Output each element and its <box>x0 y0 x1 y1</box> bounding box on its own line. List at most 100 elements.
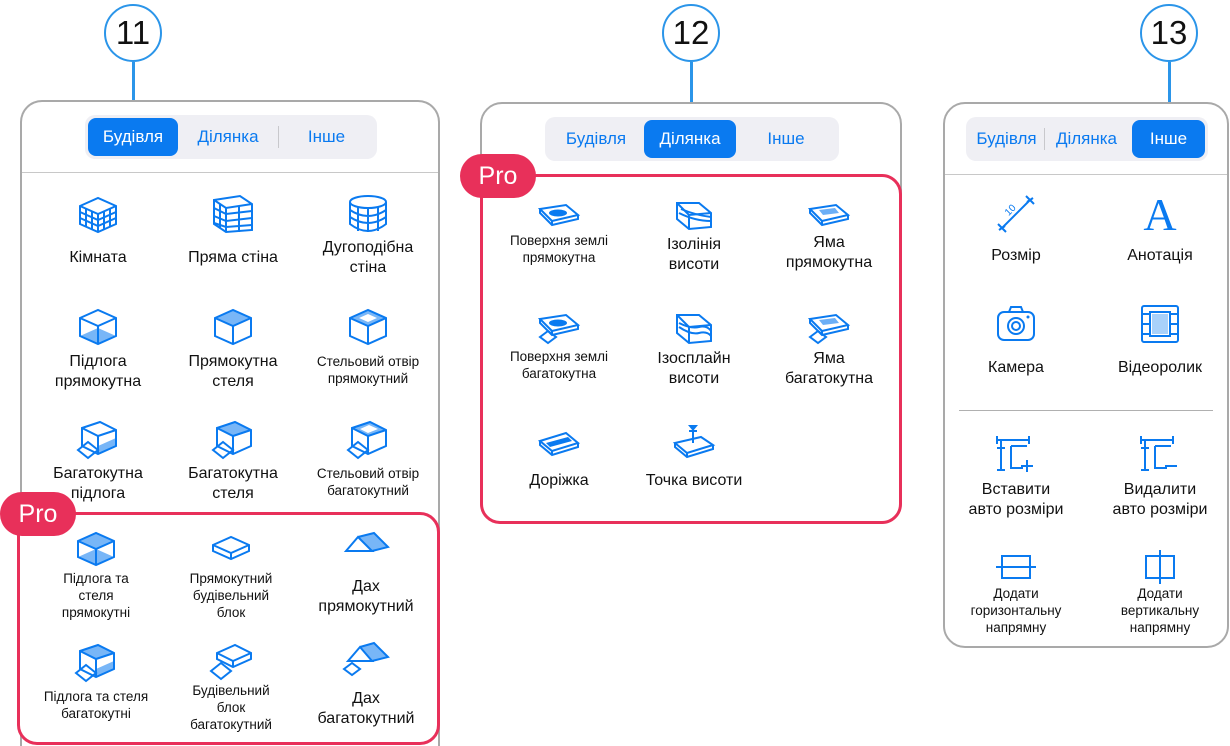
tool-label: Яма багатокутна <box>784 350 873 387</box>
tool-isoline[interactable]: Ізолінія висоти <box>624 199 764 275</box>
tool-straight-wall[interactable]: Пряма стіна <box>163 194 303 268</box>
poly-ceiling-hole-icon <box>346 420 387 460</box>
isoline-icon <box>676 202 712 231</box>
tool-rect-floor-ceiling[interactable]: Підлога та стеля прямокутні <box>26 529 166 622</box>
tool-rect-roof[interactable]: Дах прямокутний <box>296 529 436 617</box>
tool-elevation-point[interactable]: Точка висоти <box>624 421 764 491</box>
tab-site[interactable]: Ділянка <box>197 127 259 146</box>
arc-wall-icon <box>349 195 387 232</box>
tab-divider <box>1044 128 1046 150</box>
poly-roof-icon <box>342 641 390 677</box>
tool-label: Дах багатокутний <box>317 690 415 727</box>
segmented-control: Будівля Ділянка Інше <box>545 117 839 161</box>
tool-dimension[interactable]: 10 Розмір <box>948 192 1084 266</box>
rect-ceiling-icon <box>214 308 252 346</box>
tab-building[interactable]: Будівля <box>88 118 178 156</box>
tool-label: Точка висоти <box>645 472 743 489</box>
tool-arc-wall[interactable]: Дугоподібна стіна <box>298 194 438 278</box>
tool-poly-floor-ceiling[interactable]: Підлога та стеля багатокутні <box>26 641 166 723</box>
header-separator <box>22 172 438 173</box>
vertical-guide-icon <box>1145 550 1175 584</box>
tool-label: Камера <box>988 359 1044 376</box>
tool-poly-ground[interactable]: Поверхня землі багатокутна <box>489 311 629 383</box>
tab-other[interactable]: Інше <box>1131 120 1205 158</box>
callout-12-line <box>690 62 693 118</box>
poly-floor-icon <box>76 420 117 460</box>
poly-block-icon <box>209 643 252 681</box>
tool-path[interactable]: Доріжка <box>489 427 629 491</box>
tool-label: Пряма стіна <box>188 249 278 266</box>
brick-room-icon <box>79 196 117 234</box>
tab-building[interactable]: Будівля <box>976 129 1037 148</box>
tool-poly-ceiling-hole[interactable]: Стельовий отвір багатокутний <box>298 418 438 500</box>
isospline-icon <box>676 314 712 345</box>
path-icon <box>537 431 581 457</box>
tool-label: Відеоролик <box>1117 359 1203 376</box>
tool-isospline[interactable]: Ізосплайн висоти <box>624 311 764 389</box>
rect-roof-icon <box>343 531 390 552</box>
tool-annotation[interactable]: A Анотація <box>1092 192 1228 266</box>
tool-poly-roof[interactable]: Дах багатокутний <box>296 641 436 729</box>
tool-label: Поверхня землі прямокутна <box>509 233 609 265</box>
svg-text:10: 10 <box>1003 202 1019 218</box>
tool-label: Вставити авто розміри <box>968 481 1064 518</box>
tool-vertical-guide[interactable]: Додати вертикальну напрямну <box>1092 550 1228 637</box>
tool-label: Яма прямокутна <box>785 234 873 271</box>
elevation-point-icon <box>672 425 716 459</box>
tool-horizontal-guide[interactable]: Додати горизонтальну напрямну <box>948 550 1084 637</box>
tool-rect-block[interactable]: Прямокутний будівельний блок <box>161 529 301 622</box>
tool-poly-ceiling[interactable]: Багатокутна стеля <box>163 418 303 504</box>
tool-label: Розмір <box>991 247 1041 264</box>
tool-label: Прямокутна стеля <box>188 353 278 390</box>
tab-other[interactable]: Інше <box>307 127 346 146</box>
callout-13-line <box>1168 62 1171 118</box>
camera-icon <box>997 306 1035 341</box>
dimension-icon: 10 <box>997 195 1035 233</box>
tool-auto-dimensions-add[interactable]: Вставити авто розміри <box>948 430 1084 520</box>
tool-label: Ізосплайн висоти <box>657 350 731 387</box>
header-separator <box>945 174 1227 175</box>
rect-ground-icon <box>537 203 581 227</box>
poly-ground-icon <box>537 313 581 345</box>
tool-label: Додати горизонтальну напрямну <box>970 586 1062 635</box>
horizontal-guide-icon <box>996 555 1036 579</box>
tab-building[interactable]: Будівля <box>565 129 627 148</box>
tool-label: Дугоподібна стіна <box>322 239 414 276</box>
tool-rect-ceiling[interactable]: Прямокутна стеля <box>163 306 303 392</box>
tool-label: Стельовий отвір прямокутний <box>316 354 420 386</box>
tool-label: Підлога та стеля прямокутні <box>61 571 131 620</box>
auto-dimensions-add-icon <box>996 436 1033 472</box>
callout-12: 12 <box>662 4 720 62</box>
tool-rect-pit[interactable]: Яма прямокутна <box>759 199 899 273</box>
tab-site[interactable]: Ділянка <box>644 120 736 158</box>
tool-label: Підлога та стеля багатокутні <box>43 689 149 721</box>
callout-13: 13 <box>1140 4 1198 62</box>
poly-pit-icon <box>807 313 851 345</box>
tool-label: Багатокутна стеля <box>188 465 278 502</box>
tab-site[interactable]: Ділянка <box>1055 129 1118 148</box>
rect-floor-icon <box>79 308 117 346</box>
tool-rect-ground[interactable]: Поверхня землі прямокутна <box>489 199 629 267</box>
tool-label: Підлога прямокутна <box>54 353 142 390</box>
tool-rect-floor[interactable]: Підлога прямокутна <box>28 306 168 392</box>
video-icon <box>1141 305 1179 343</box>
callout-11: 11 <box>104 4 162 62</box>
poly-floor-ceiling-icon <box>74 643 115 683</box>
brick-wall-icon <box>213 194 253 234</box>
tab-divider <box>278 126 279 148</box>
tool-poly-pit[interactable]: Яма багатокутна <box>759 311 899 389</box>
tool-auto-dimensions-remove[interactable]: Видалити авто розміри <box>1092 430 1228 520</box>
tool-poly-block[interactable]: Будівельний блок багатокутний <box>161 641 301 734</box>
poly-ceiling-icon <box>211 420 252 460</box>
tool-rect-ceiling-hole[interactable]: Стельовий отвір прямокутний <box>298 306 438 388</box>
rect-block-icon <box>212 535 250 561</box>
rect-floor-ceiling-icon <box>77 531 115 567</box>
tab-other[interactable]: Інше <box>767 129 805 148</box>
tool-poly-floor[interactable]: Багатокутна підлога <box>28 418 168 504</box>
tool-video[interactable]: Відеоролик <box>1092 302 1228 378</box>
other-panel: Будівля Ділянка Інше 10 Розмір A Анотаці… <box>943 102 1229 648</box>
tool-label: Поверхня землі багатокутна <box>509 349 609 381</box>
tool-room[interactable]: Кімната <box>28 194 168 268</box>
tool-camera[interactable]: Камера <box>948 302 1084 378</box>
pro-section-building: Підлога та стеля прямокутні Прямокутний … <box>17 512 440 745</box>
